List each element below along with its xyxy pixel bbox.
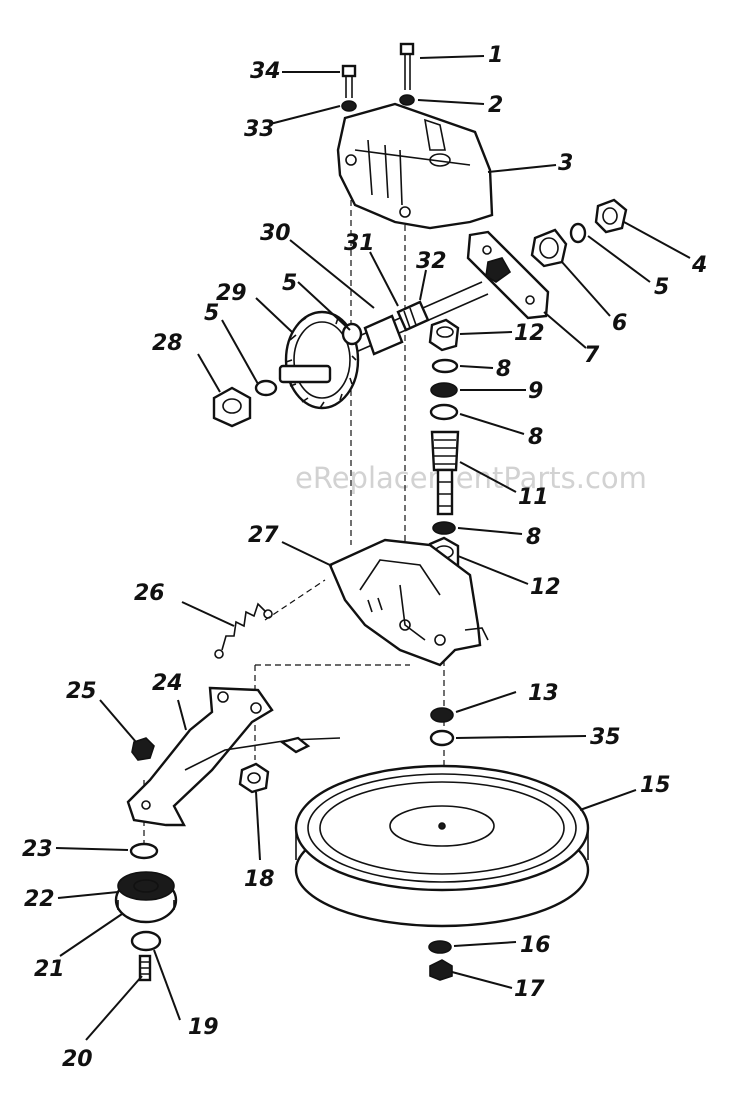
part-washer-5-left [254,379,278,397]
callout-7: 7 [584,343,600,368]
part-washer-2 [399,94,415,106]
part-bolt-1 [399,42,415,90]
callout-34: 34 [250,59,281,84]
part-plate-7 [466,230,550,320]
callout-8-middle: 8 [528,425,543,450]
callout-11: 11 [518,485,549,510]
part-washer-16 [428,940,452,954]
part-spring-26 [214,602,273,659]
callout-13: 13 [528,681,559,706]
callout-3: 3 [558,151,573,176]
part-nut-17 [429,959,453,981]
callout-2: 2 [488,93,503,118]
callout-22: 22 [24,887,55,912]
part-bolt-34 [341,64,357,98]
callout-20: 20 [62,1047,93,1072]
part-lower-housing-27 [328,538,489,667]
callout-labels: 1 2 3 4 5 5 5 6 7 8 8 8 9 11 12 12 13 15… [22,43,707,1072]
part-bearing-4 [594,198,628,234]
part-bushing-28 [212,386,252,428]
part-idler-arm-24 [126,686,341,827]
part-upper-housing-3 [336,102,494,230]
part-gear-29 [278,310,360,410]
watermark: eReplacementParts.com [295,461,647,495]
part-washer-13 [430,707,454,723]
callout-28: 28 [152,331,183,356]
callout-19: 19 [188,1015,219,1040]
callout-9: 9 [528,379,543,404]
part-nut-25 [131,737,155,761]
callout-33: 33 [244,117,275,142]
callout-5-left: 5 [204,301,219,326]
callout-30: 30 [260,221,291,246]
part-worm-shaft-32 [349,281,489,356]
callout-8-top: 8 [496,357,511,382]
callout-12-top: 12 [514,321,545,346]
part-nut-18 [238,762,270,794]
part-idler-pulley-22 [114,871,178,924]
part-washer-33 [341,100,357,112]
part-ring-9 [430,382,458,398]
part-bushing-6 [530,228,568,268]
callout-21: 21 [34,957,65,982]
callout-23: 23 [22,837,53,862]
part-washer-35 [429,729,455,747]
part-bolt-20 [138,954,152,982]
callout-6: 6 [612,311,627,336]
part-bushing-12-top [428,318,460,352]
callout-27: 27 [248,523,279,548]
part-washer-23 [129,842,159,860]
callout-18: 18 [244,867,275,892]
callout-26: 26 [134,581,165,606]
leader-lines [55,55,691,1041]
callout-1: 1 [488,43,503,68]
part-washer-8-bottom [432,521,456,535]
callout-25: 25 [66,679,97,704]
callout-16: 16 [520,933,551,958]
part-washer-8-top [431,358,459,374]
callout-5-center: 5 [282,271,297,296]
callout-32: 32 [416,249,447,274]
part-washer-19 [130,930,162,952]
callout-4: 4 [691,253,707,278]
part-washer-8-middle [429,403,459,421]
callout-8-bottom: 8 [526,525,541,550]
callout-35: 35 [590,725,621,750]
callout-15: 15 [640,773,671,798]
part-washer-5-right [569,222,587,244]
callout-12-bottom: 12 [530,575,561,600]
callout-17: 17 [514,977,545,1002]
part-drive-pulley-15 [294,764,590,928]
callout-5-right: 5 [654,275,669,300]
callout-31: 31 [344,231,375,256]
callout-29: 29 [216,281,247,306]
callout-24: 24 [152,671,183,696]
part-pinion-shaft-11 [430,430,460,516]
